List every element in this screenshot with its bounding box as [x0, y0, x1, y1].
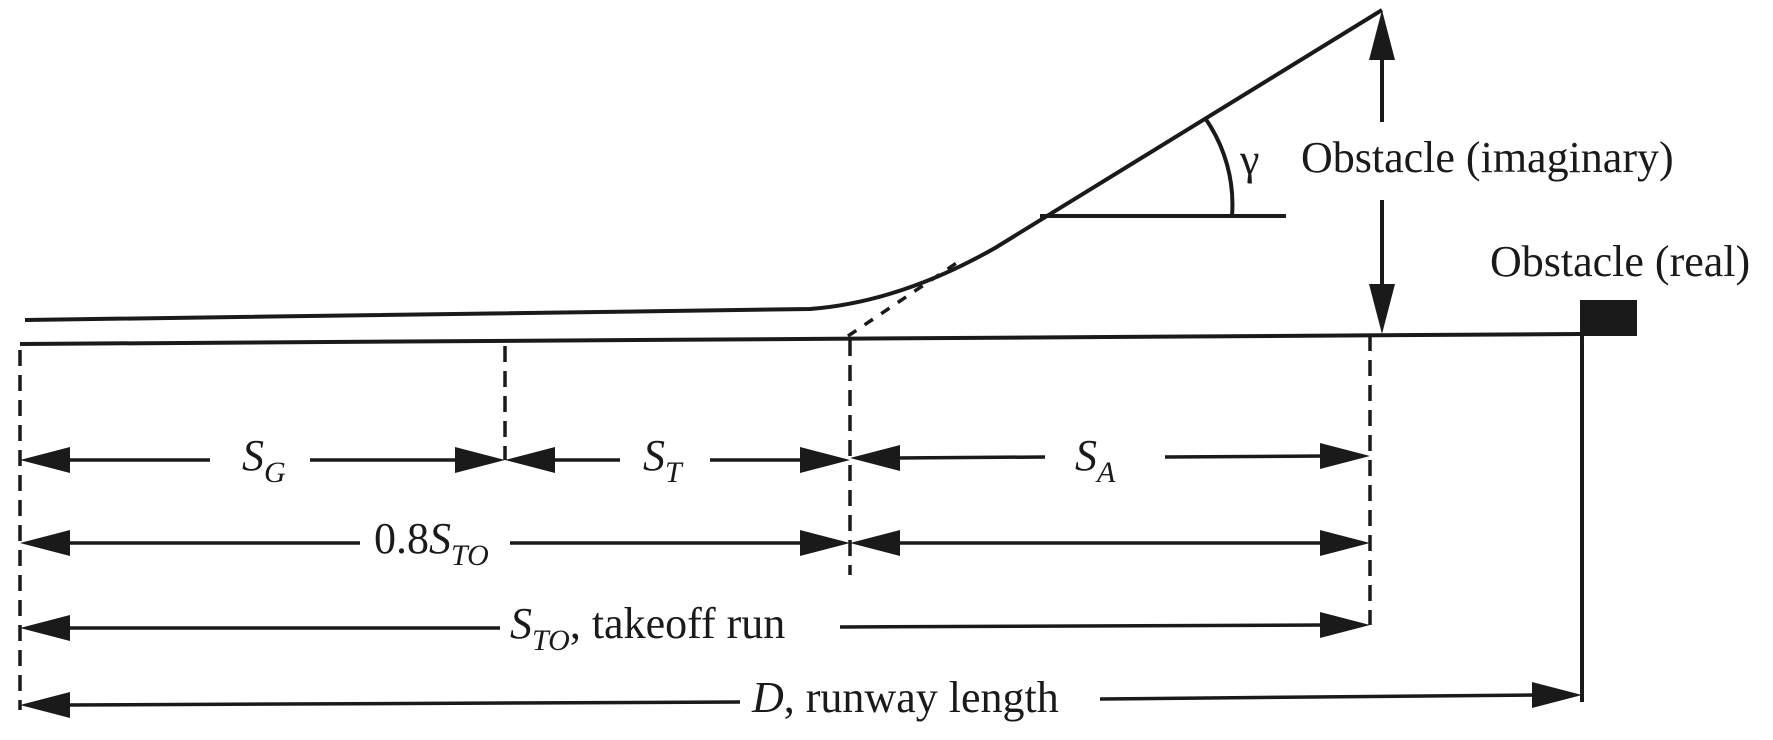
point8-sto-label: 0.8STO	[374, 514, 489, 572]
climb-tangent-dashed-line	[847, 260, 959, 338]
runway-length-label: D, runway length	[751, 673, 1059, 722]
gamma-label: γ	[1239, 135, 1259, 184]
point8-sto-dimension-arrow	[20, 530, 850, 556]
sto-takeoff-run-dimension-arrow	[20, 612, 1370, 641]
runway-length-dimension-arrow	[20, 682, 1582, 718]
s-g-dimension-arrow	[20, 447, 505, 473]
flight-path	[24, 8, 1384, 322]
obstacle-real-block	[1580, 300, 1637, 336]
obstacle-imaginary-height-arrow	[1369, 10, 1395, 334]
runway-ground-line	[19, 332, 1581, 346]
gamma-angle-arc	[1203, 116, 1235, 217]
s-a-label: SA	[1075, 431, 1116, 489]
s-g-label: SG	[242, 431, 286, 489]
obstacle-real-label: Obstacle (real)	[1490, 237, 1750, 286]
s-t-label: ST	[643, 431, 684, 489]
s-t-dimension-arrow	[505, 447, 850, 473]
final-twenty-percent-dimension-arrow	[850, 530, 1370, 556]
sto-takeoff-run-label: STO, takeoff run	[510, 599, 785, 657]
obstacle-imaginary-label: Obstacle (imaginary)	[1301, 133, 1674, 182]
s-a-dimension-arrow	[850, 443, 1370, 471]
